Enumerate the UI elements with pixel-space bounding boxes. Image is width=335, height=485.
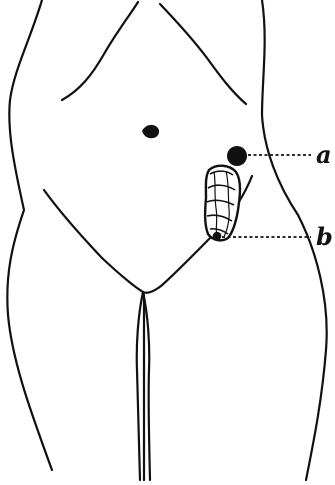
point-a-marker: [227, 146, 247, 166]
navel-icon: [142, 125, 159, 138]
rib-arch-right: [160, 4, 246, 104]
left-inner-leg-line: [137, 292, 143, 480]
label-a: a: [316, 140, 332, 169]
left-inguinal-line: [44, 190, 143, 292]
appendix-mass: [205, 166, 240, 241]
left-torso-outline: [7, 0, 52, 470]
rib-arch: [62, 2, 138, 100]
point-b-marker: [213, 232, 222, 241]
label-b: b: [316, 222, 333, 251]
